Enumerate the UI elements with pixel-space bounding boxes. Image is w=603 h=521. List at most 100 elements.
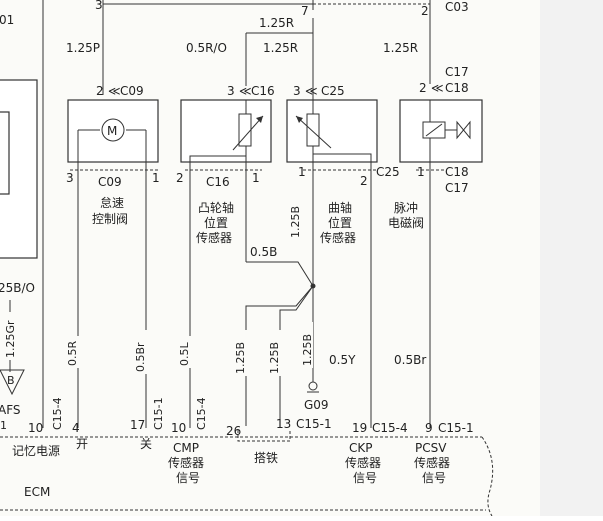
right-margin (540, 0, 603, 516)
pcsv-pin-top: 2 (419, 81, 427, 95)
pcsv-signal-3: 信号 (422, 471, 446, 485)
valve-symbol-icon (456, 120, 471, 140)
ground-label: G09 (304, 398, 329, 412)
adjust-arrow-icon (232, 115, 264, 151)
wire-label-0-5b: 0.5B (250, 245, 277, 259)
connector-arrow-icon: ≪ (305, 84, 318, 98)
ecm-conn-6: C15-1 (438, 421, 474, 435)
idle-name-2: 控制阀 (92, 212, 128, 226)
ckp-conn-bottom: C25 (376, 165, 400, 179)
idle-pin-r: 1 (152, 171, 160, 185)
ecm-label: ECM (24, 485, 50, 499)
pcsv-conn-top-1: C17 (445, 65, 469, 79)
cmp-signal-1: CMP (173, 441, 199, 455)
ckp-pin-l: 1 (298, 165, 306, 179)
ground-signal: 搭铁 (254, 451, 278, 465)
wire-label-1-25r-b: 1.25R (263, 41, 298, 55)
ckp-pin-top: 3 (293, 84, 301, 98)
pcsv-signal-2: 传感器 (414, 455, 450, 470)
pcsv-conn-bottom-1: C18 (445, 165, 469, 179)
pcsv-box (399, 99, 483, 163)
cmp-name-2: 位置 (204, 215, 228, 230)
wire-label-1-25b-g3: 1.25B (301, 334, 314, 366)
ecm-conn-4: C15-1 (296, 417, 332, 431)
ckp-signal-1: CKP (349, 441, 372, 455)
wire-label-0-5r: 0.5R (66, 341, 79, 366)
wire-label-0-5br-b: 0.5Br (394, 353, 426, 367)
ckp-name-1: 曲轴 (328, 200, 352, 215)
cmp-signal-2: 传感器 (168, 455, 204, 470)
wire-label-1-25r-a: 1.25R (259, 16, 294, 30)
top-pin-7: 7 (301, 4, 309, 18)
ckp-name-2: 位置 (328, 215, 352, 230)
wire-label-1-25b-g1: 1.25B (234, 342, 247, 374)
ground-icon (308, 381, 318, 391)
ckp-signal-3: 信号 (353, 471, 377, 485)
wire-label-1-25r-c: 1.25R (383, 41, 418, 55)
wire-label-1-25gr: 1.25Gr (4, 320, 17, 358)
ecm-pin-10: 10 (171, 421, 186, 435)
open-label: 开 (76, 437, 88, 451)
idle-conn-bottom: C09 (98, 175, 122, 189)
ckp-conn-top: C25 (321, 84, 345, 98)
ecm-conn-3: C15-4 (195, 397, 208, 430)
pcsv-name-2: 电磁阀 (388, 215, 424, 230)
cmp-pin-l: 2 (176, 171, 184, 185)
pcsv-signal-1: PCSV (415, 441, 447, 455)
cmp-pin-r: 1 (252, 171, 260, 185)
wire-label-1-25p: 1.25P (66, 41, 100, 55)
wire-label-0-5r-o: 0.5R/O (186, 41, 227, 55)
ckp-lead-right (313, 153, 372, 176)
ecm-pin-9: 9 (425, 421, 433, 435)
cmp-conn-top: C16 (251, 84, 275, 98)
left-inner-box (0, 111, 10, 195)
connector-b-triangle (0, 369, 25, 396)
wire-label-0-5br-a: 0.5Br (134, 342, 147, 372)
pcsv-conn-bottom-2: C17 (445, 181, 469, 195)
pcsv-conn-top-2: C18 (445, 81, 469, 95)
afs-label: AFS (0, 403, 21, 417)
ckp-sensor-box (286, 99, 378, 163)
wire-label-0-5y: 0.5Y (329, 353, 356, 367)
ecm-conn-5: C15-4 (372, 421, 408, 435)
wire-label-25b-o: 25B/O (0, 281, 35, 295)
ckp-signal-2: 传感器 (345, 455, 381, 470)
connector-arrow-icon: ≪ (108, 84, 121, 98)
afs-pin: -1 (0, 419, 7, 432)
idle-name-1: 怠速 (100, 196, 124, 210)
idle-pin-l: 3 (66, 171, 74, 185)
pcsv-name-1: 脉冲 (394, 200, 418, 215)
cmp-sensor-box (180, 99, 272, 163)
ecm-pin-19: 19 (352, 421, 367, 435)
connector-b-label: B (7, 374, 15, 387)
wire-0-5b (246, 261, 314, 287)
cmp-pin-top: 3 (227, 84, 235, 98)
top-left-pin: 3 (95, 0, 103, 12)
mem-pin-10: 10 (28, 421, 43, 435)
ground-pin-bracket (237, 430, 291, 442)
top-left-code: 01 (0, 13, 14, 27)
adjust-arrow-icon (295, 115, 332, 149)
pcsv-pin-l: 1 (417, 165, 425, 179)
ecm-pin-13: 13 (276, 417, 291, 431)
idle-conn-top: C09 (120, 84, 144, 98)
wiring-diagram: 01 3 25B/O 1.25Gr B AFS -1 10 C15-4 记忆电源… (0, 0, 494, 517)
mem-power-label: 记忆电源 (12, 444, 60, 458)
ecm-pin-17: 17 (130, 418, 145, 432)
motor-icon (101, 118, 125, 142)
ckp-name-3: 传感器 (320, 230, 356, 245)
top-conn-c03: C03 (445, 0, 469, 14)
idle-pin-top: 2 (96, 84, 104, 98)
cmp-name-1: 凸轮轴 (198, 200, 234, 215)
cmp-name-3: 传感器 (196, 230, 232, 245)
cmp-signal-3: 信号 (176, 471, 200, 485)
ecm-conn-1: C15-4 (51, 397, 64, 430)
close-label: 关 (140, 437, 152, 451)
ckp-pin-r: 2 (360, 174, 368, 188)
connector-arrow-icon: ≪ (239, 84, 252, 98)
cmp-conn-bottom: C16 (206, 175, 230, 189)
wiring-diagram-svg: 01 3 25B/O 1.25Gr B AFS -1 10 C15-4 记忆电源… (0, 0, 494, 517)
ecm-pin-26: 26 (226, 424, 241, 438)
connector-arrow-icon: ≪ (431, 81, 444, 95)
